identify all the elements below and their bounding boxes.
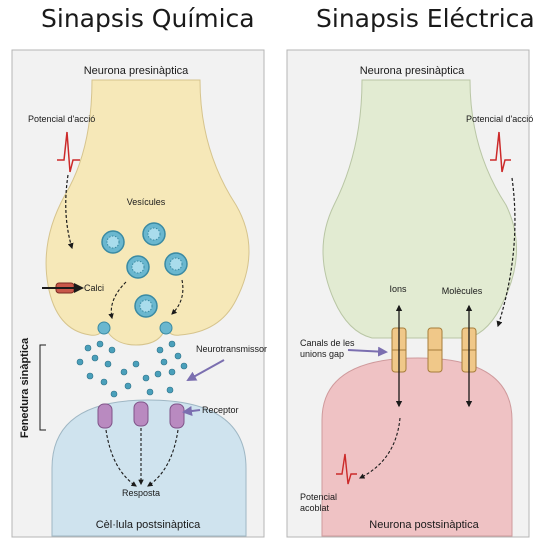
fusing-vesicle [98,322,110,334]
vesicle [127,256,149,278]
coupled-potential-label-line1: Potencial [300,492,337,502]
postsynaptic-label: Cèl·lula postsinàptica [96,519,201,531]
vesicles-label: Vesícules [127,197,166,207]
action-potential-label-right: Potencial d'acció [466,114,533,124]
receptor-label: Receptor [202,405,239,415]
receptor [170,404,184,428]
action-potential-label: Potencial d'acció [28,114,95,124]
synaptic-cleft-label: Fenedura sinàptica [19,337,31,438]
ions-label: Ions [389,284,407,294]
vesicle [135,295,157,317]
postsynaptic-label-right: Neurona postsinàptica [369,519,479,531]
molecules-label: Molècules [442,286,483,296]
neurotransmitter-label: Neurotransmissor [196,344,267,354]
gap-junction-label-line2: unions gap [300,349,344,359]
receptor [134,402,148,426]
electrical-synapse-panel: Neurona presinàptica Potencial d'acció I… [287,50,533,537]
vesicle [143,223,165,245]
postsynaptic-neuron [322,358,512,536]
postsynaptic-cell [52,400,246,536]
gap-junction-label-line1: Canals de les [300,338,355,348]
response-label: Resposta [122,488,160,498]
calcium-label: Calci [84,283,104,293]
receptor [98,404,112,428]
fusing-vesicle [160,322,172,334]
chemical-synapse-panel: Neurona presinàptica Potencial d'acció V… [12,50,267,537]
presynaptic-label: Neurona presinàptica [84,65,189,77]
vesicle [165,253,187,275]
presynaptic-label-right: Neurona presinàptica [360,65,465,77]
coupled-potential-label-line2: acoblat [300,503,330,513]
vesicle [102,231,124,253]
